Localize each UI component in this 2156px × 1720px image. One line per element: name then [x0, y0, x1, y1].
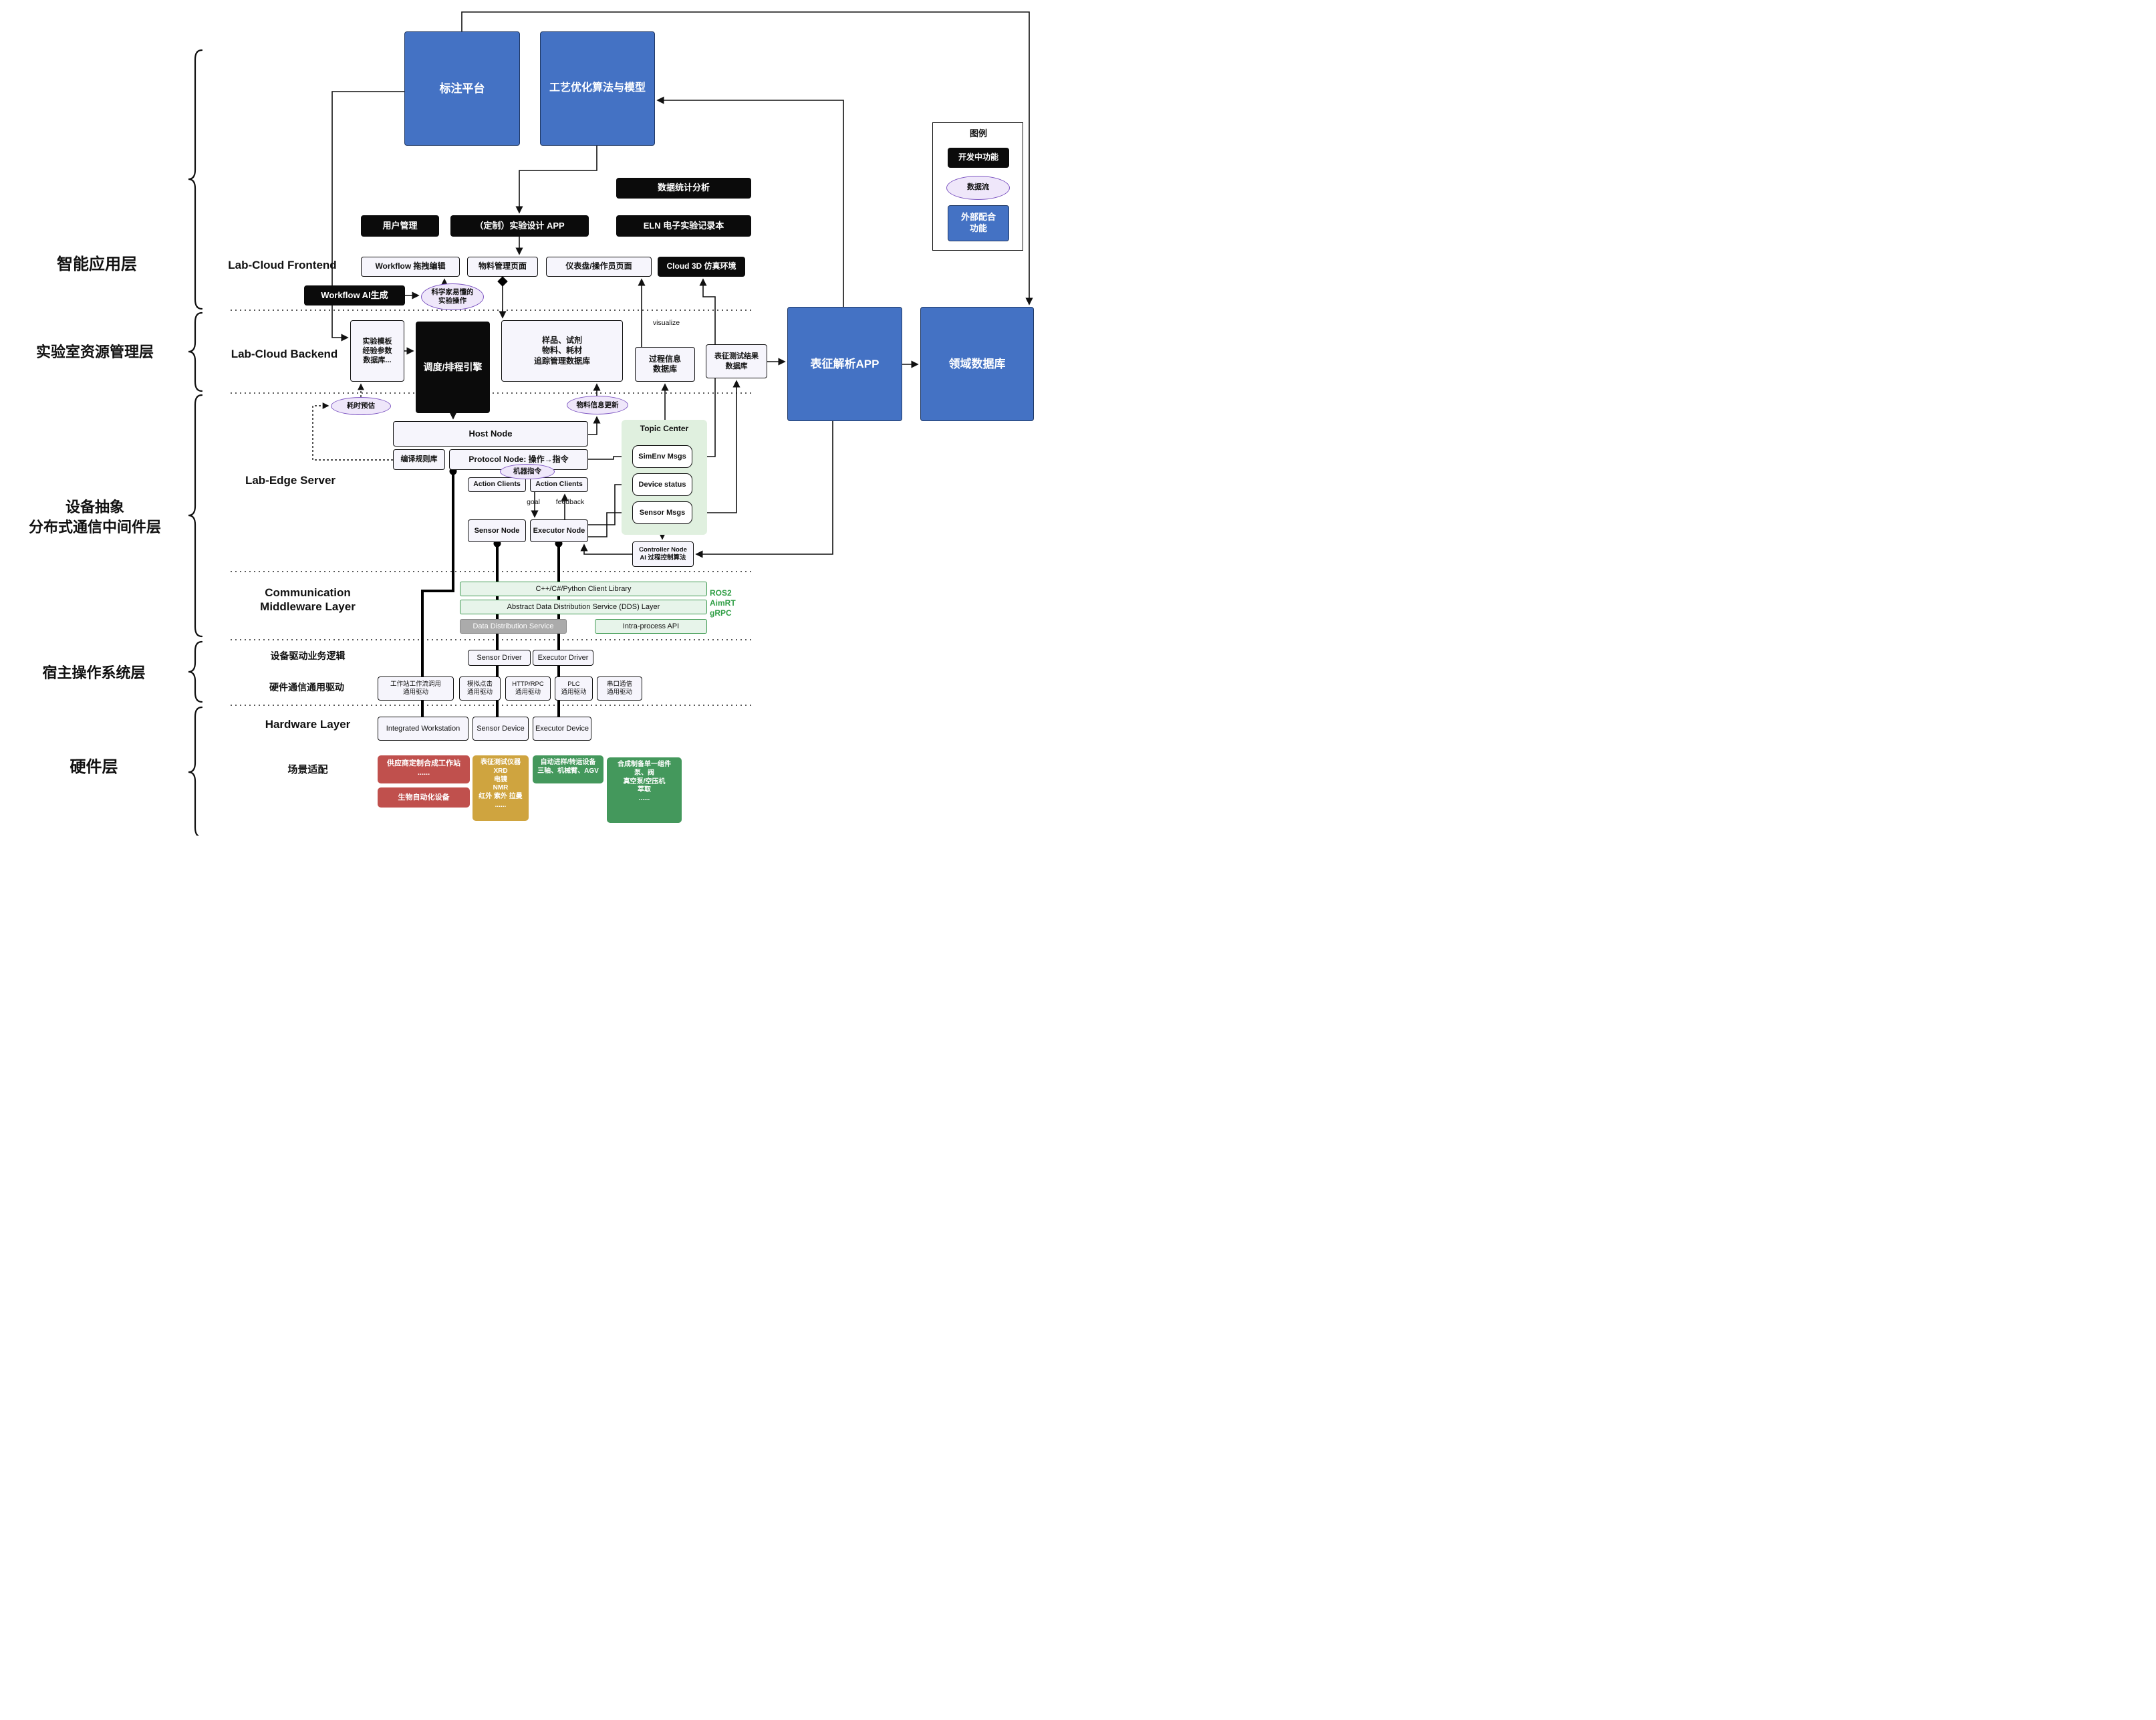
legend-panel: 图例 开发中功能 数据流 外部配合 功能: [932, 122, 1023, 251]
serial-driver-box: 串口通信 通用驱动: [597, 677, 642, 701]
action-clients-left-box: Action Clients: [468, 477, 526, 492]
generic-driver-label: 硬件通信通用驱动: [269, 682, 344, 693]
experiment-design-app-box: （定制）实验设计 APP: [450, 215, 589, 237]
intra-api-strip: Intra-process API: [595, 619, 707, 634]
layer-label-middleware: 设备抽象 分布式通信中间件层: [28, 499, 161, 535]
client-lib-strip: C++/C#/Python Client Library: [460, 582, 707, 596]
comm-section-label: Communication Middleware Layer: [260, 586, 356, 614]
dds-strip: Data Distribution Service: [460, 619, 567, 634]
click-driver-box: 模拟点击 通用驱动: [459, 677, 501, 701]
goal-label: goal: [527, 498, 540, 506]
layer-braces: [188, 49, 203, 836]
action-clients-right-box: Action Clients: [530, 477, 588, 492]
sensor-msgs-pill: Sensor Msgs: [632, 501, 692, 524]
tracking-db-box: 样品、试剂 物料、耗材 追踪管理数据库: [501, 320, 623, 382]
cloud-3d-box: Cloud 3D 仿真环境: [658, 257, 745, 277]
legend-in-dev: 开发中功能: [948, 148, 1009, 168]
workflow-editor-box: Workflow 拖拽编辑: [361, 257, 460, 277]
executor-device-box: Executor Device: [533, 717, 591, 741]
sensor-node-box: Sensor Node: [468, 519, 526, 542]
layer-separators: [231, 310, 754, 706]
executor-node-box: Executor Node: [530, 519, 588, 542]
legend-external-fn: 外部配合 功能: [948, 205, 1009, 241]
integrated-workstation-box: Integrated Workstation: [378, 717, 468, 741]
hardware-section-label: Hardware Layer: [265, 718, 351, 731]
process-db-box: 过程信息 数据库: [635, 347, 695, 382]
layer-label-app: 智能应用层: [57, 255, 137, 273]
eln-box: ELN 电子实验记录本: [616, 215, 751, 237]
visualize-label: visualize: [652, 319, 680, 327]
domain-db-box: 领域数据库: [920, 307, 1034, 421]
dds-layer-strip: Abstract Data Distribution Service (DDS)…: [460, 600, 707, 614]
legend-title: 图例: [969, 128, 987, 138]
workflow-ai-box: Workflow AI生成: [304, 285, 405, 305]
device-status-pill: Device status: [632, 473, 692, 496]
data-statistics-box: 数据统计分析: [616, 178, 751, 199]
feedback-label: feedback: [555, 498, 585, 506]
dashboard-page-box: 仪表盘/操作员页面: [546, 257, 652, 277]
transfer-equipment-box: 自动进样/转运设备 三轴、机械臂、AGV: [533, 755, 603, 783]
machine-cmd-ellipse: 机器指令: [500, 464, 555, 479]
executor-driver-box: Executor Driver: [533, 650, 593, 666]
scheduler-box: 调度/排程引擎: [416, 322, 490, 413]
annotation-platform-box: 标注平台: [404, 31, 520, 146]
synthesis-components-box: 合成制备单一组件 泵、阀 真空泵/空压机 萃取 ......: [607, 757, 682, 823]
user-management-box: 用户管理: [361, 215, 439, 237]
characterization-app-box: 表征解析APP: [787, 307, 902, 421]
layer-label-host-os: 宿主操作系统层: [42, 664, 146, 681]
rule-lib-box: 编译规则库: [393, 449, 445, 470]
backend-section-label: Lab-Cloud Backend: [231, 348, 338, 360]
plc-driver-box: PLC 通用驱动: [555, 677, 593, 701]
http-driver-box: HTTP/RPC 通用驱动: [505, 677, 551, 701]
scientist-ops-ellipse: 科学家易懂的 实验操作: [421, 283, 484, 310]
host-node-box: Host Node: [393, 421, 588, 447]
architecture-diagram: 智能应用层 实验室资源管理层 设备抽象 分布式通信中间件层 宿主操作系统层 硬件…: [0, 0, 1048, 836]
simenv-msgs-pill: SimEnv Msgs: [632, 445, 692, 468]
legend-data-flow: 数据流: [946, 176, 1010, 200]
time-estimate-ellipse: 耗时预估: [331, 397, 391, 415]
sensor-driver-box: Sensor Driver: [468, 650, 531, 666]
template-db-box: 实验模板 经验参数 数据库...: [350, 320, 404, 382]
driver-logic-label: 设备驱动业务逻辑: [270, 650, 346, 661]
layer-label-hardware: 硬件层: [70, 758, 118, 776]
frontend-section-label: Lab-Cloud Frontend: [228, 259, 337, 271]
sensor-device-box: Sensor Device: [473, 717, 529, 741]
characterization-instruments-box: 表征测试仪器 XRD 电镜 NMR 红外 紫外 拉曼 ......: [473, 755, 529, 821]
middleware-stack-label: ROS2 AimRT gRPC: [710, 588, 736, 618]
material-page-box: 物料管理页面: [467, 257, 538, 277]
result-db-box: 表征测试结果 数据库: [706, 344, 767, 378]
workstation-driver-box: 工作站工作流调用 通用驱动: [378, 677, 454, 701]
vendor-workstation-box: 供应商定制合成工作站 ......: [378, 755, 470, 783]
layer-label-resource: 实验室资源管理层: [35, 344, 154, 360]
scenario-label: 场景适配: [287, 764, 328, 775]
edge-section-label: Lab-Edge Server: [245, 474, 336, 487]
dotted-arrows: [312, 383, 393, 461]
process-optimization-box: 工艺优化算法与模型: [540, 31, 655, 146]
bio-equipment-box: 生物自动化设备: [378, 787, 470, 808]
topic-center-title: Topic Center: [640, 424, 689, 433]
material-update-ellipse: 物料信息更新: [567, 396, 628, 414]
controller-node-box: Controller Node AI 过程控制算法: [632, 541, 694, 567]
